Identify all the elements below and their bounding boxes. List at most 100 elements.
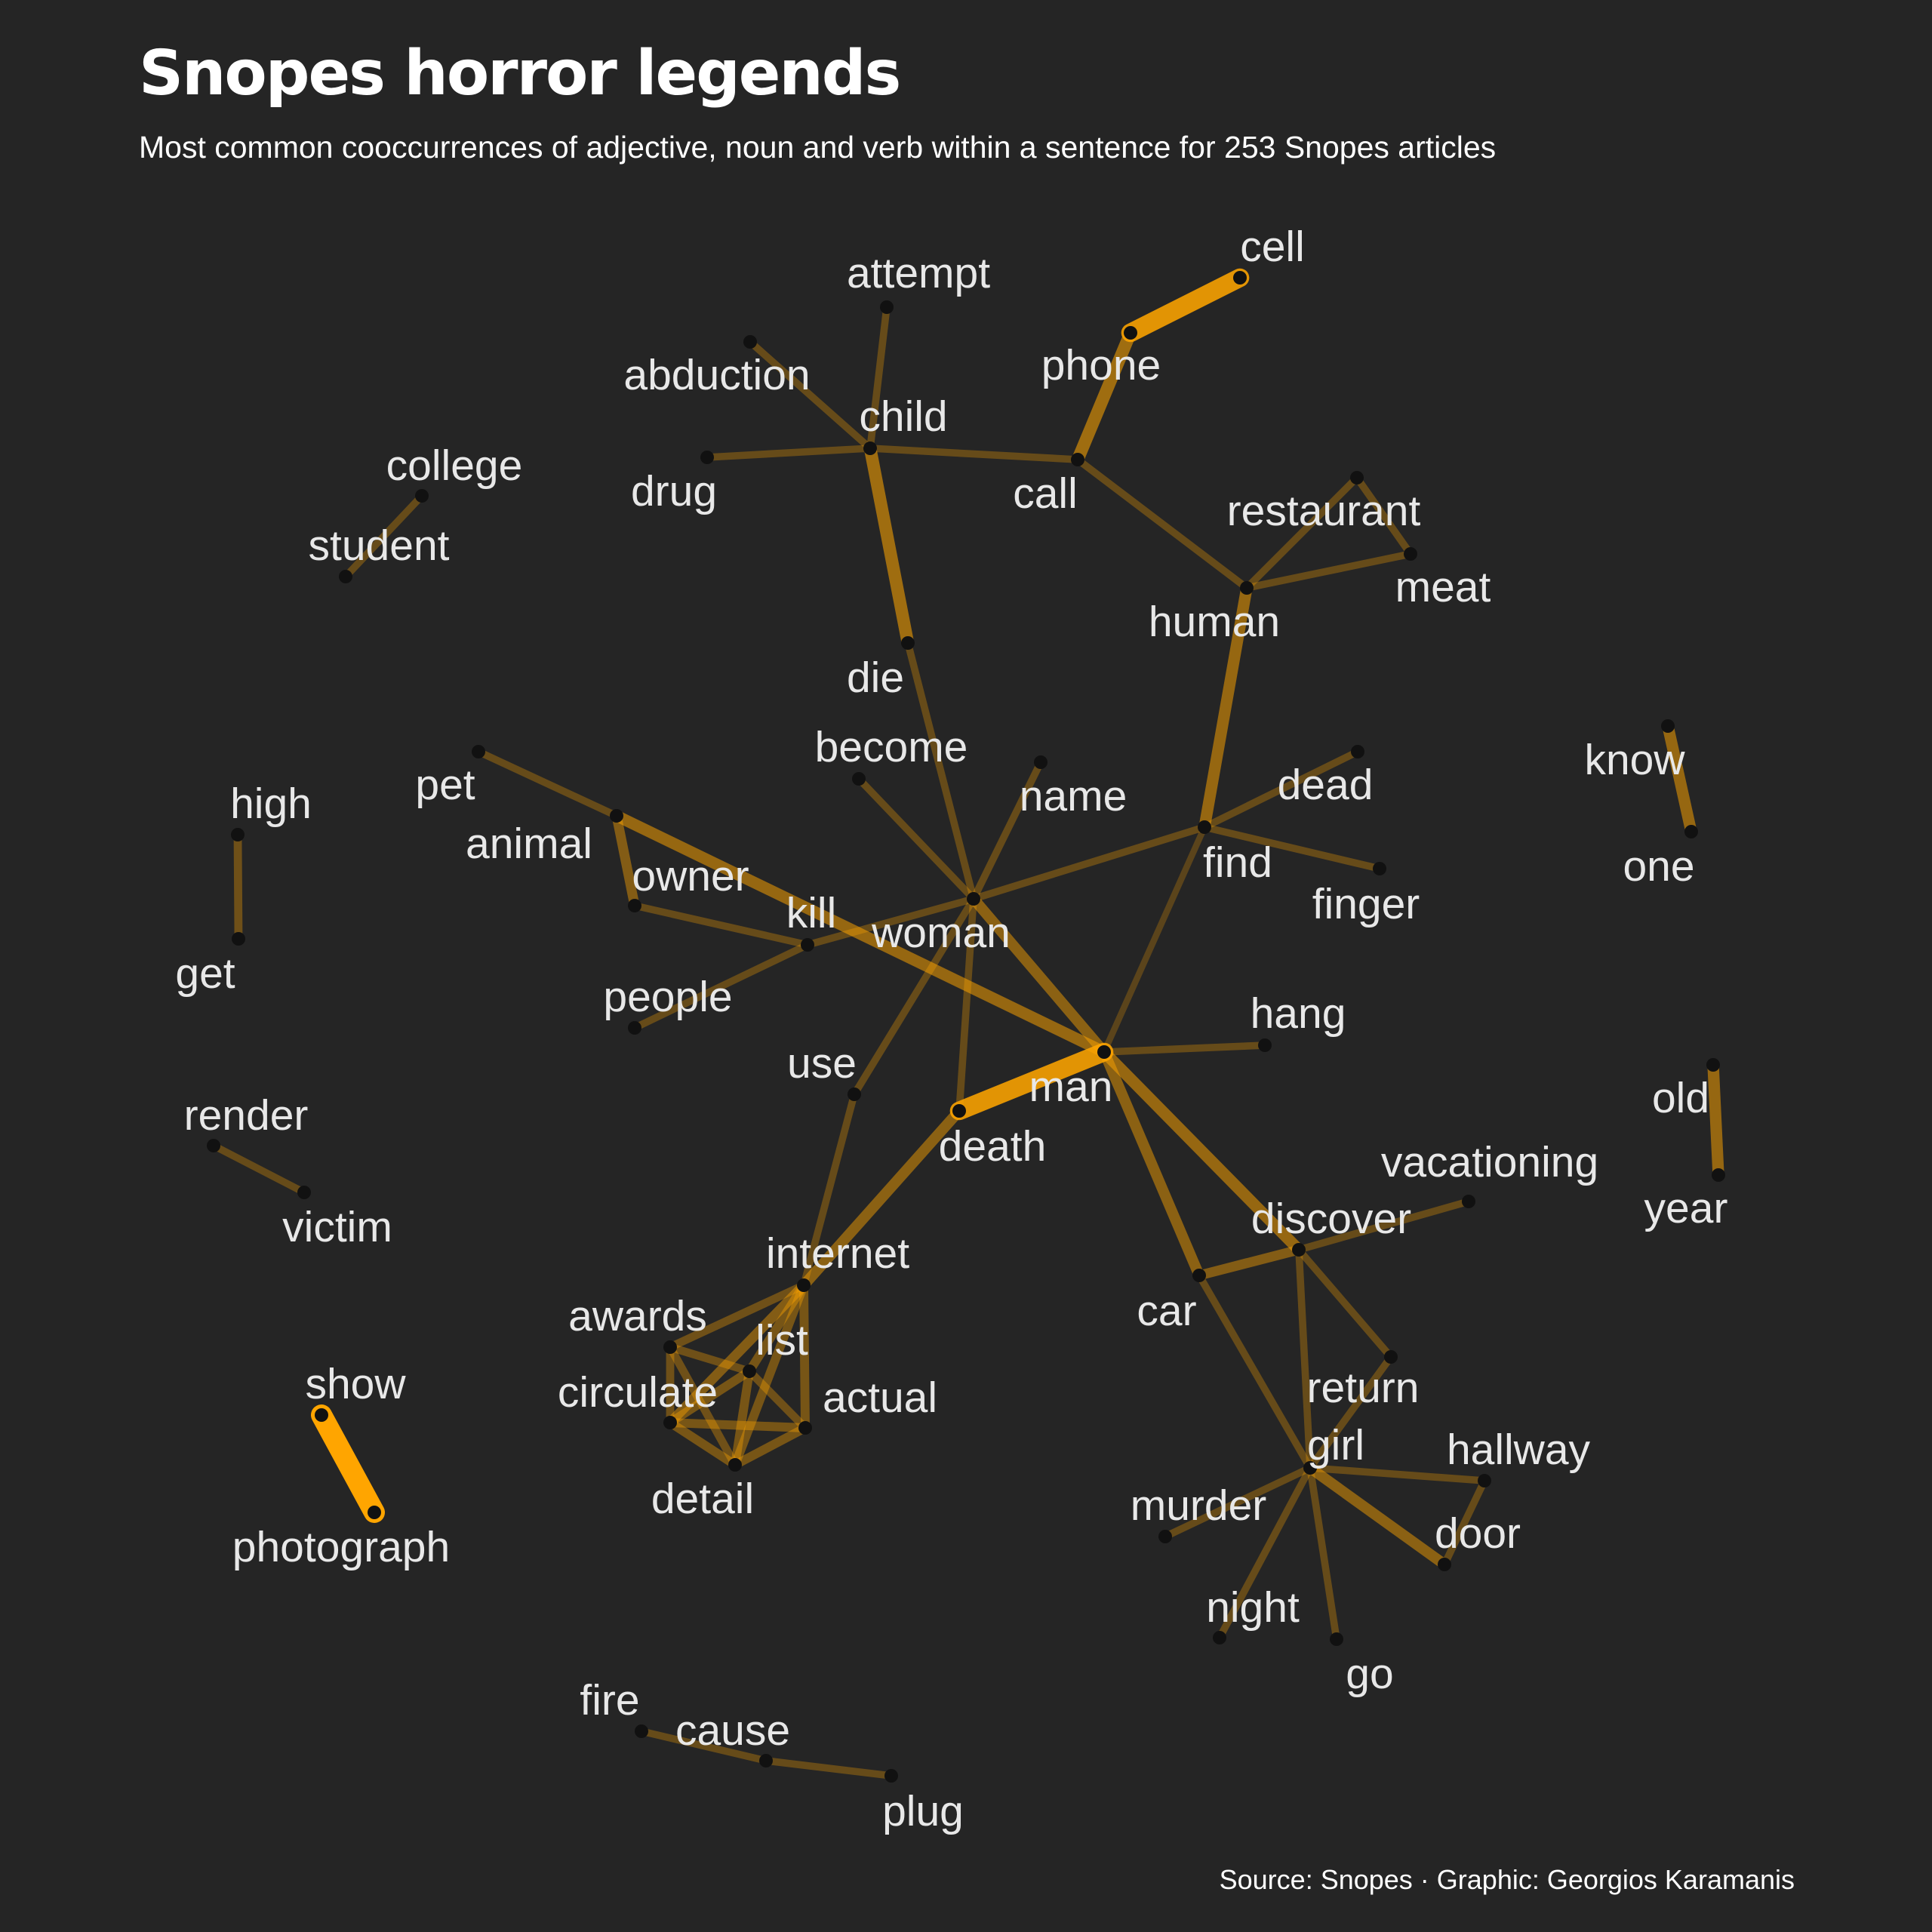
- node-restaurant: [1350, 471, 1364, 485]
- node-label-death: death: [939, 1122, 1047, 1171]
- edge-attempt-child: [866, 303, 891, 452]
- node-label-return: return: [1307, 1364, 1420, 1412]
- edge-animal-owner: [611, 811, 640, 911]
- node-label-discover: discover: [1251, 1195, 1411, 1243]
- node-car: [1192, 1269, 1206, 1282]
- node-become: [852, 772, 866, 786]
- node-render: [207, 1139, 220, 1152]
- node-label-detail: detail: [651, 1475, 754, 1523]
- node-label-murder: murder: [1131, 1481, 1267, 1530]
- node-label-one: one: [1623, 842, 1694, 891]
- node-label-photograph: photograph: [232, 1523, 450, 1571]
- edge-find-finger: [1201, 823, 1383, 872]
- edge-internet-circulate: [665, 1280, 809, 1428]
- node-label-man: man: [1029, 1063, 1113, 1111]
- node-label-car: car: [1137, 1287, 1196, 1335]
- node-label-people: people: [603, 973, 732, 1021]
- node-college: [415, 489, 429, 503]
- node-label-awards: awards: [568, 1292, 707, 1340]
- node-death: [952, 1104, 966, 1118]
- chart-title: Snopes horror legends: [139, 38, 901, 109]
- nodes-layer: [207, 271, 1725, 1783]
- edge-girl-murder: [1161, 1464, 1314, 1540]
- node-label-drug: drug: [631, 467, 717, 515]
- edge-girl-hallway: [1306, 1464, 1488, 1484]
- node-label-fire: fire: [580, 1676, 639, 1724]
- node-awards: [663, 1340, 677, 1354]
- node-show: [315, 1408, 328, 1422]
- node-discover: [1292, 1243, 1306, 1257]
- node-detail: [728, 1458, 742, 1472]
- edge-old-year: [1707, 1059, 1724, 1181]
- edge-human-find: [1198, 582, 1253, 833]
- node-label-high: high: [230, 780, 312, 828]
- node-finger: [1373, 862, 1386, 875]
- node-drug: [700, 451, 714, 464]
- edge-detail-actual: [731, 1423, 810, 1469]
- node-murder: [1158, 1530, 1172, 1543]
- node-label-finger: finger: [1312, 880, 1420, 928]
- edge-woman-use: [851, 895, 977, 1098]
- edge-name-woman: [970, 758, 1044, 903]
- node-meat: [1404, 547, 1417, 561]
- node-animal: [610, 809, 623, 823]
- edge-use-internet: [800, 1091, 858, 1289]
- node-label-internet: internet: [766, 1229, 909, 1278]
- node-label-plug: plug: [882, 1787, 964, 1835]
- edge-woman-man: [968, 893, 1110, 1058]
- edge-college-student: [342, 492, 426, 580]
- node-list: [743, 1364, 756, 1378]
- edge-cause-plug: [762, 1757, 895, 1780]
- node-label-woman: woman: [871, 909, 1011, 957]
- node-circulate: [663, 1416, 677, 1429]
- node-cell: [1233, 271, 1247, 285]
- node-label-victim: victim: [282, 1203, 392, 1251]
- node-high: [231, 828, 245, 841]
- edge-human-meat: [1243, 550, 1414, 592]
- node-label-child: child: [859, 392, 947, 441]
- node-label-vacationing: vacationing: [1381, 1138, 1598, 1186]
- edge-list-detail: [731, 1367, 754, 1469]
- edge-animal-man: [611, 810, 1110, 1058]
- edge-render-victim: [210, 1142, 308, 1196]
- edge-internet-list: [745, 1281, 808, 1376]
- node-label-college: college: [386, 441, 523, 490]
- edge-cell-phone: [1121, 268, 1250, 343]
- edge-find-dead: [1201, 748, 1361, 831]
- edge-know-one: [1662, 720, 1697, 838]
- node-label-find: find: [1203, 838, 1272, 887]
- node-cause: [759, 1754, 773, 1767]
- edge-internet-actual: [799, 1281, 810, 1432]
- node-internet: [797, 1278, 811, 1292]
- edge-discover-return: [1295, 1246, 1395, 1361]
- node-get: [232, 932, 245, 946]
- node-hallway: [1478, 1474, 1491, 1487]
- node-people: [628, 1021, 641, 1035]
- node-label-girl: girl: [1307, 1421, 1364, 1469]
- edge-kill-people: [631, 941, 811, 1032]
- node-label-animal: animal: [466, 820, 592, 868]
- node-photograph: [368, 1506, 381, 1519]
- node-old: [1706, 1058, 1720, 1072]
- node-label-student: student: [309, 521, 450, 570]
- edge-fire-cause: [638, 1727, 770, 1764]
- node-plug: [884, 1769, 898, 1783]
- node-die: [901, 636, 915, 650]
- node-use: [848, 1088, 861, 1101]
- edge-woman-death: [955, 895, 977, 1115]
- edge-call-human: [1074, 456, 1251, 592]
- node-label-night: night: [1206, 1583, 1300, 1632]
- edge-human-restaurant: [1243, 474, 1361, 592]
- node-label-human: human: [1149, 598, 1280, 646]
- edge-circulate-actual: [666, 1418, 810, 1432]
- edge-circulate-detail: [666, 1418, 740, 1469]
- node-label-year: year: [1644, 1184, 1728, 1232]
- edge-return-girl: [1306, 1353, 1395, 1472]
- node-label-name: name: [1020, 772, 1128, 820]
- node-pet: [472, 745, 485, 758]
- edge-girl-door: [1304, 1462, 1451, 1571]
- node-go: [1330, 1632, 1343, 1646]
- edge-show-photograph: [311, 1404, 385, 1523]
- node-label-phone: phone: [1041, 341, 1161, 389]
